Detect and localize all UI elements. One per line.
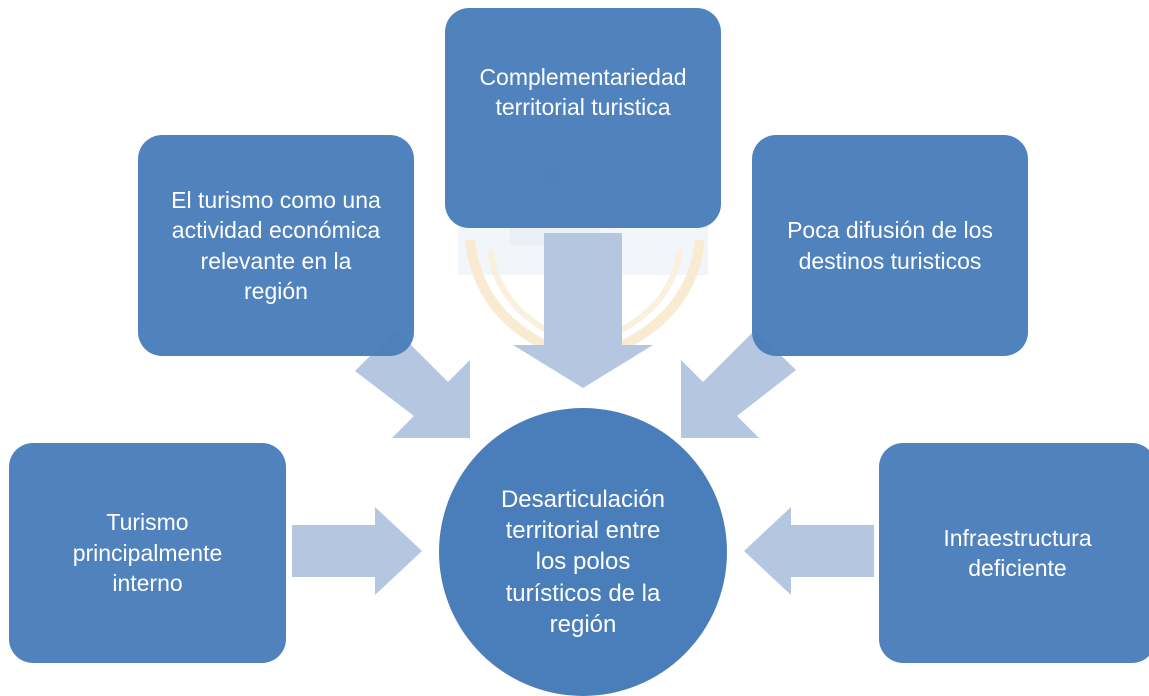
- arrow-from-right-lower: [744, 507, 874, 595]
- cause-label: El turismo como una actividad económica …: [171, 186, 381, 304]
- cause-label: Poca difusión de los destinos turisticos: [787, 217, 993, 274]
- cause-box-turismo-interno: Turismo principalmente interno: [9, 443, 286, 663]
- cause-box-poca-difusion: Poca difusión de los destinos turisticos: [752, 135, 1028, 356]
- central-problem-circle: Desarticulación territorial entre los po…: [439, 408, 727, 696]
- cause-box-complementariedad: Complementariedad territorial turistica: [445, 8, 721, 228]
- central-problem-label: Desarticulación territorial entre los po…: [500, 486, 666, 638]
- arrow-from-top: [513, 233, 653, 388]
- cause-label: Turismo principalmente interno: [72, 509, 223, 597]
- cause-label: Complementariedad territorial turistica: [479, 64, 687, 121]
- cause-box-turismo-actividad: El turismo como una actividad económica …: [138, 135, 414, 356]
- cause-label: Infraestructura deficiente: [943, 524, 1092, 581]
- arrow-from-right-upper: [681, 330, 796, 438]
- cause-box-infraestructura: Infraestructura deficiente: [879, 443, 1149, 663]
- arrow-from-left-upper: [355, 330, 470, 438]
- arrow-from-left-lower: [292, 507, 422, 595]
